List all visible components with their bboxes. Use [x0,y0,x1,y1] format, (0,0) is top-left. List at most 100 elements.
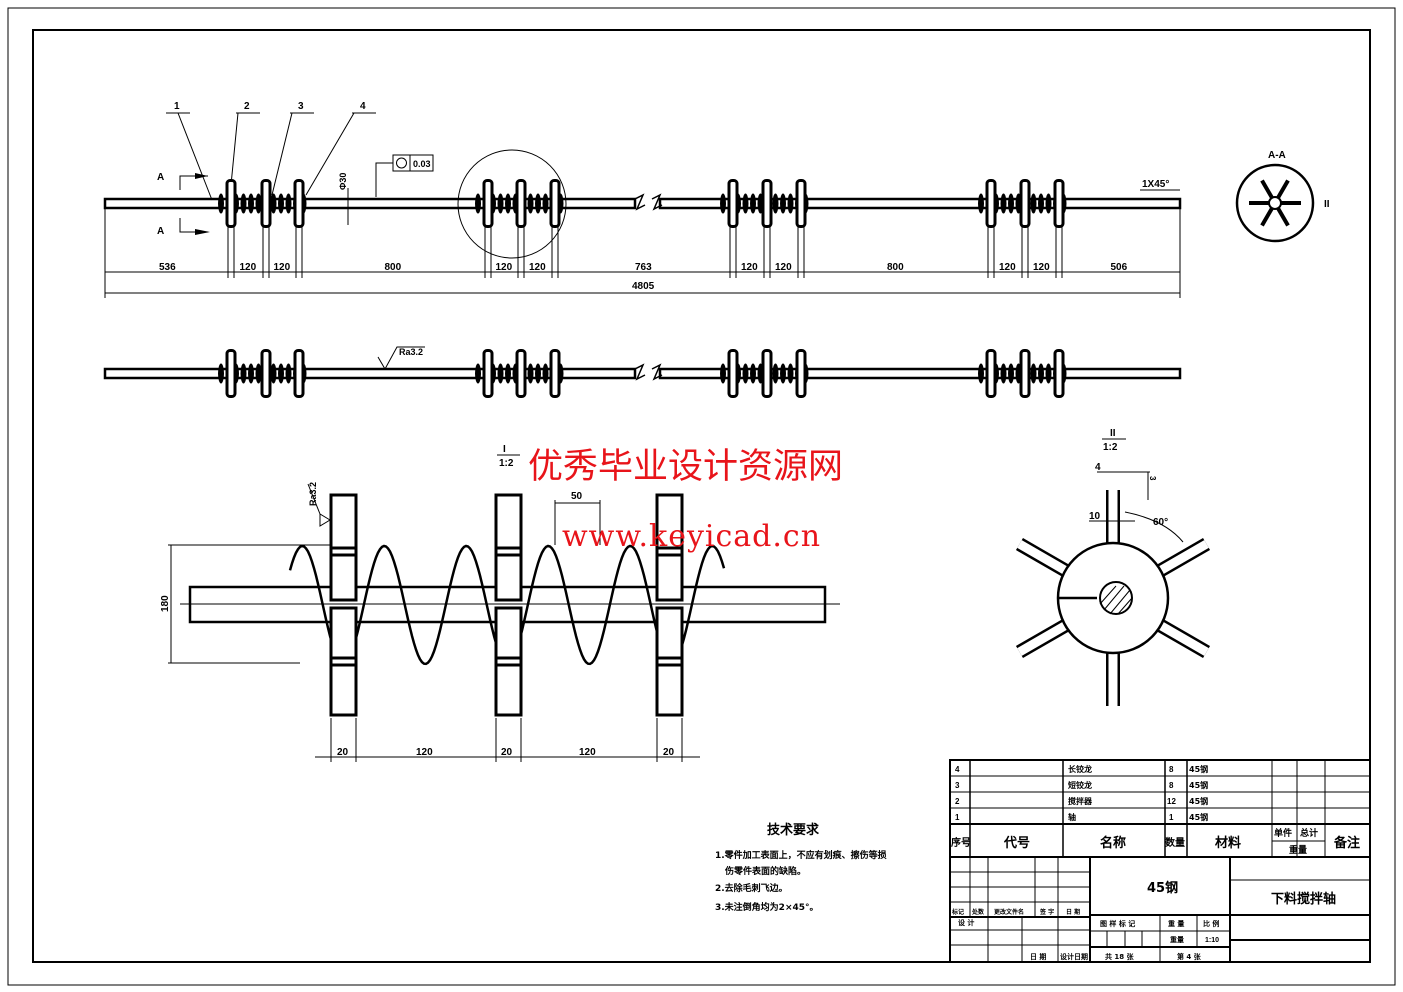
bom-name: 搅拌器 [1068,796,1093,806]
detail-i-title: I [503,444,506,455]
stage-mark-label: 图 样 标 记 [1100,919,1135,928]
detail-ii-scale: 1:2 [1103,442,1118,453]
detail-ii-title: II [1110,428,1116,439]
tolerance-leader [375,162,393,197]
designer-label: 设 计 [958,918,974,927]
scale-label: 比 例 [1203,919,1219,928]
spiral-coil [255,363,262,384]
mixer-blade-lower [655,606,684,717]
spiral-coil [248,193,254,214]
mixer-blade [1019,349,1031,398]
title-block-text: 4 长铰龙 8 45钢 3 短铰龙 8 45钢 2 搅拌器 12 45钢 1 轴… [951,764,1360,961]
mixer-blade [549,349,561,398]
shaft-body [103,197,637,210]
leader-line [305,112,355,196]
width-dimension: 20 [501,747,513,758]
spiral-coil [1008,363,1014,384]
mixer-blade [549,179,561,228]
break-symbol [634,363,663,381]
spiral-coil [720,193,726,214]
spiral-coil [1030,363,1037,384]
header-code: 代号 [1003,835,1030,851]
detail-i-scale: 1:2 [499,458,514,469]
spiral-coil [978,363,984,384]
mixer-blade [1019,179,1031,228]
drawing-frame [32,29,1371,963]
date-label: 日 期 [1030,952,1046,961]
mixer-blades [329,493,684,762]
section-spoke [1260,179,1274,199]
bom-material: 45钢 [1189,796,1208,806]
angle-60: 60° [1153,517,1168,528]
dimension-value: 120 [496,262,513,273]
section-arrow-bottom [179,218,208,233]
header-no: 序号 [951,836,971,849]
bom-name: 长铰龙 [1068,764,1092,774]
dimension-value: 120 [1033,262,1050,273]
tolerance-frame [392,154,434,172]
spiral-coil [475,193,481,214]
circularity-icon [396,157,407,169]
spiral-coil [1038,363,1044,384]
mixer-blade [225,349,237,398]
shaft-diameter: Φ30 [338,173,348,190]
spiral-coil [1045,363,1052,384]
bom-material: 45钢 [1189,764,1208,774]
scale-value: 1:10 [1205,937,1219,944]
mixer-blade [727,349,739,398]
sheets-total: 共 18 张 [1105,952,1135,961]
spiral-coil [1030,193,1037,214]
bom-qty: 1 [1169,813,1174,822]
spiral-coil [787,193,794,214]
dimension-value: 536 [159,262,176,273]
section-label-a-bottom: A [157,226,164,237]
design-date-label: 设计日期 [1060,952,1088,961]
header-name: 名称 [1100,835,1126,851]
mixer-blade [482,179,494,228]
mixer-blade [1053,349,1065,398]
header-qty: 数量 [1165,836,1185,849]
header-weight: 重量 [1289,844,1307,856]
leader-line [230,112,239,186]
dim-small-3: 3 [1148,476,1157,481]
spiral-coil [772,193,779,214]
spiral-coil [218,363,224,384]
bom-name: 短铰龙 [1068,780,1092,790]
spiral-coil [720,363,726,384]
material-value: 45钢 [1147,880,1178,896]
spiral-height: 180 [160,595,171,612]
spiral-coil [527,193,534,214]
bom-name: 轴 [1068,812,1076,822]
weight-value: 重量 [1170,935,1184,944]
bom-no: 4 [955,765,960,774]
header-remark: 备注 [1333,835,1360,851]
watermark-title: 优秀毕业设计资源网 [528,447,843,487]
dim-width-4: 4 [1095,462,1101,473]
dimension-value: 120 [240,262,257,273]
section-a-a: A-A II [1235,150,1330,243]
mixer-blade-lower [494,606,523,717]
spiral-coil [497,193,504,214]
spiral-coil [278,193,284,214]
spiral-coil [505,363,511,384]
section-spoke [1276,207,1290,227]
balloon-number: 1 [174,101,180,112]
detail-ii-view: II 1:2 4 10 3 60° [1015,428,1211,706]
section-hub [1268,196,1282,210]
dimension-value: 120 [274,262,291,273]
roughness-symbol [377,346,425,371]
header-material: 材料 [1215,835,1241,851]
spiral-coil [780,363,786,384]
dimension-value: 120 [775,262,792,273]
mixer-blade [727,179,739,228]
spiral-coil [270,363,277,384]
spiral-coil [535,193,541,214]
shaft-body [658,367,1182,380]
bom-material: 45钢 [1189,780,1208,790]
section-spoke [1276,179,1290,199]
